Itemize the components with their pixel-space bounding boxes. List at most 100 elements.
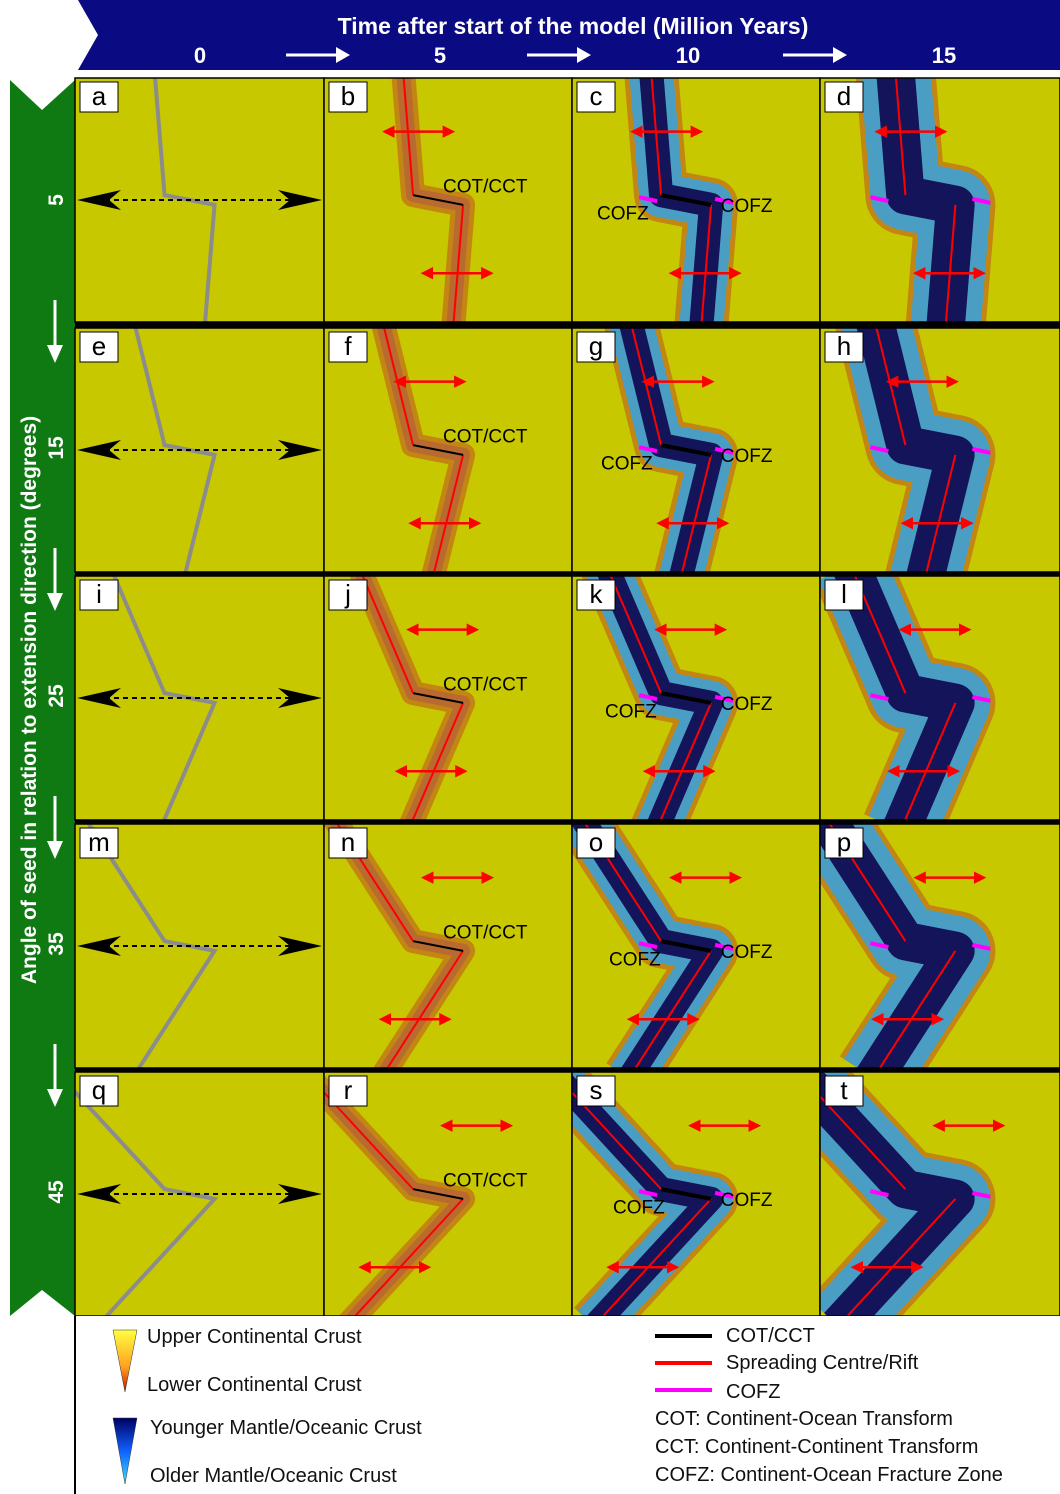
panel-letter-a: a <box>79 81 119 113</box>
svg-text:a: a <box>92 81 107 111</box>
cot-cct-label: COT/CCT <box>443 427 528 448</box>
panel-letter-k: k <box>576 579 616 611</box>
legend-label-cot: COT/CCT <box>726 1325 815 1347</box>
row-divider <box>75 820 1060 826</box>
cot-segment <box>412 940 464 952</box>
cot-segment <box>412 194 464 206</box>
svg-text:j: j <box>344 579 351 609</box>
time-label-0: 0 <box>194 43 206 68</box>
cofz-label-right: COFZ <box>721 196 773 217</box>
time-arrow <box>783 47 847 63</box>
angle-label-5: 5 <box>45 194 68 206</box>
cofz-left <box>638 693 658 702</box>
cot-segment <box>412 692 464 704</box>
svg-text:g: g <box>589 331 603 361</box>
cofz-left <box>869 1189 889 1198</box>
panel-f: COT/CCT f <box>323 327 573 573</box>
extension-arrow <box>77 190 322 210</box>
panel-letter-s: s <box>576 1075 616 1107</box>
extension-arrow <box>77 1184 322 1204</box>
legend-box <box>75 1316 1060 1494</box>
angle-arrow <box>47 300 63 363</box>
svg-text:h: h <box>837 331 851 361</box>
cofz-label-left: COFZ <box>597 204 649 225</box>
panel-letter-o: o <box>576 827 616 859</box>
cofz-label-left: COFZ <box>601 454 653 475</box>
cofz-label-right: COFZ <box>721 1190 773 1211</box>
panel-e: e <box>74 327 325 573</box>
cofz-label-right: COFZ <box>721 694 773 715</box>
time-label-10: 10 <box>676 43 700 68</box>
cofz-left <box>638 1189 658 1198</box>
panel-letter-f: f <box>328 331 368 363</box>
cot-segment <box>660 939 712 953</box>
cofz-left <box>869 195 889 204</box>
cofz-right <box>971 196 991 205</box>
row-divider <box>75 572 1060 578</box>
panel-letter-q: q <box>79 1075 119 1107</box>
svg-text:b: b <box>341 81 355 111</box>
time-arrow <box>286 47 350 63</box>
legend-def-cofz: COFZ: Continent-Ocean Fracture Zone <box>655 1464 1003 1486</box>
cofz-left <box>638 195 658 204</box>
svg-text:q: q <box>92 1075 106 1105</box>
cofz-left <box>638 445 658 454</box>
svg-text:i: i <box>96 579 102 609</box>
panel-t: t <box>819 1071 1060 1317</box>
svg-text:c: c <box>590 81 603 111</box>
cot-segment <box>660 443 712 457</box>
panel-letter-n: n <box>328 827 368 859</box>
cot-cct-label: COT/CCT <box>443 1171 528 1192</box>
legend-cool-swatch <box>112 1417 138 1485</box>
legend-lower-crust: Lower Continental Crust <box>147 1374 362 1396</box>
angle-axis-title: Angle of seed in relation to extension d… <box>18 416 41 984</box>
legend-older-mantle: Older Mantle/Oceanic Crust <box>150 1465 397 1487</box>
row-divider <box>75 322 1060 328</box>
cot-segment <box>660 691 712 705</box>
angle-label-15: 15 <box>45 436 68 460</box>
extension-arrow <box>77 440 322 460</box>
cot-cct-label: COT/CCT <box>443 923 528 944</box>
svg-text:m: m <box>88 827 110 857</box>
svg-text:f: f <box>344 331 352 361</box>
time-axis-title: Time after start of the model (Million Y… <box>338 13 809 39</box>
cot-segment <box>412 444 464 456</box>
cofz-label-right: COFZ <box>721 942 773 963</box>
angle-arrow <box>47 796 63 859</box>
panel-letter-h: h <box>824 331 864 363</box>
panel-g: COFZ COFZ g <box>571 327 821 573</box>
panel-letter-c: c <box>576 81 616 113</box>
legend-def-cct: CCT: Continent-Continent Transform <box>655 1436 979 1458</box>
panel-d: d <box>819 77 1060 323</box>
svg-text:d: d <box>837 81 851 111</box>
panel-letter-m: m <box>79 827 119 859</box>
panel-h: h <box>819 327 1060 573</box>
svg-text:e: e <box>92 331 106 361</box>
cofz-label-right: COFZ <box>721 446 773 467</box>
panel-a: a <box>74 77 325 323</box>
legend-younger-mantle: Younger Mantle/Oceanic Crust <box>150 1417 422 1439</box>
cofz-left <box>638 941 658 950</box>
row-divider <box>75 1068 1060 1074</box>
panel-i: i <box>74 575 325 821</box>
time-header-banner <box>78 0 1060 70</box>
legend-upper-crust: Upper Continental Crust <box>147 1326 362 1348</box>
cot-segment <box>660 1187 712 1201</box>
cofz-right <box>714 1190 734 1199</box>
panel-letter-g: g <box>576 331 616 363</box>
svg-text:n: n <box>341 827 355 857</box>
extension-arrow <box>77 688 322 708</box>
angle-arrow <box>47 1044 63 1107</box>
legend-label-cofz: COFZ <box>726 1381 781 1403</box>
cofz-right <box>714 694 734 703</box>
cofz-right <box>714 446 734 455</box>
svg-text:s: s <box>590 1075 603 1105</box>
panel-p: p <box>819 823 1060 1069</box>
